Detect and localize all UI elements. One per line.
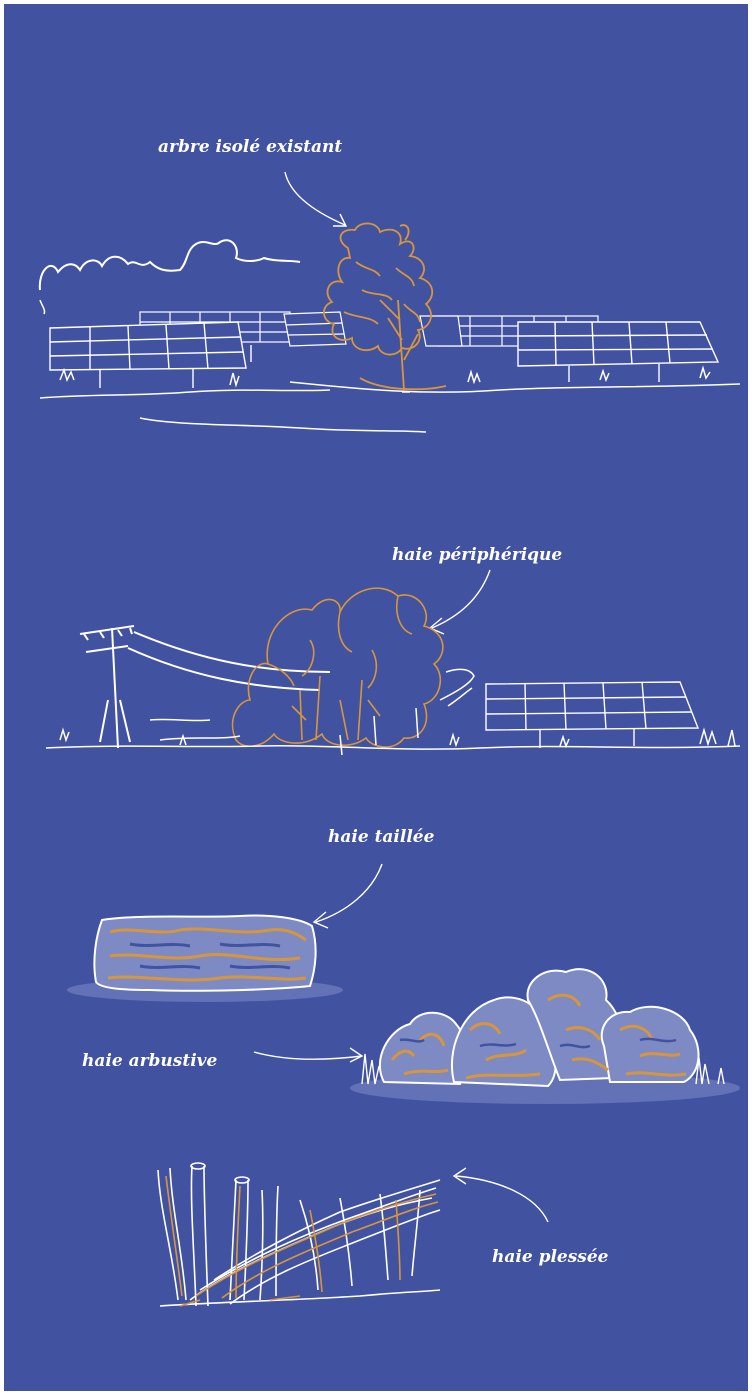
label-haie-peripherique: haie périphérique [392, 545, 562, 565]
solar-panel-left [49, 321, 252, 388]
laid-hedge [157, 1162, 441, 1307]
scene-haie-peripherique: haie périphérique [45, 545, 741, 756]
scene-haie-arbustive: haie arbustive [82, 968, 740, 1104]
trimmed-hedge [93, 914, 317, 992]
label-haie-taillee: haie taillée [328, 827, 435, 847]
label-haie-plessee: haie plessée [492, 1247, 609, 1267]
label-haie-arbustive: haie arbustive [82, 1051, 218, 1071]
label-arbre-isole: arbre isolé existant [158, 137, 342, 157]
arrow-head-arbre [333, 213, 348, 227]
ground-lines [39, 365, 741, 433]
arrow-haie-taillee [315, 863, 383, 923]
arrow-arbre-isole [284, 171, 346, 226]
arrow-haie-peripherique [431, 569, 491, 629]
scene-haie-plessee: haie plessée [157, 1162, 609, 1307]
scene-arbre-isole: arbre isolé existant [38, 137, 741, 433]
cloud-line [38, 239, 301, 291]
scene-haie-taillee: haie taillée [67, 827, 435, 1002]
power-pole [79, 625, 331, 749]
arrow-haie-plessee [455, 1175, 549, 1223]
peripheral-hedge [231, 587, 444, 748]
isolated-tree [323, 222, 447, 391]
solar-panel-right [517, 321, 720, 382]
solar-panel-peripherique [485, 681, 700, 748]
arrow-haie-arbustive [253, 1051, 363, 1060]
